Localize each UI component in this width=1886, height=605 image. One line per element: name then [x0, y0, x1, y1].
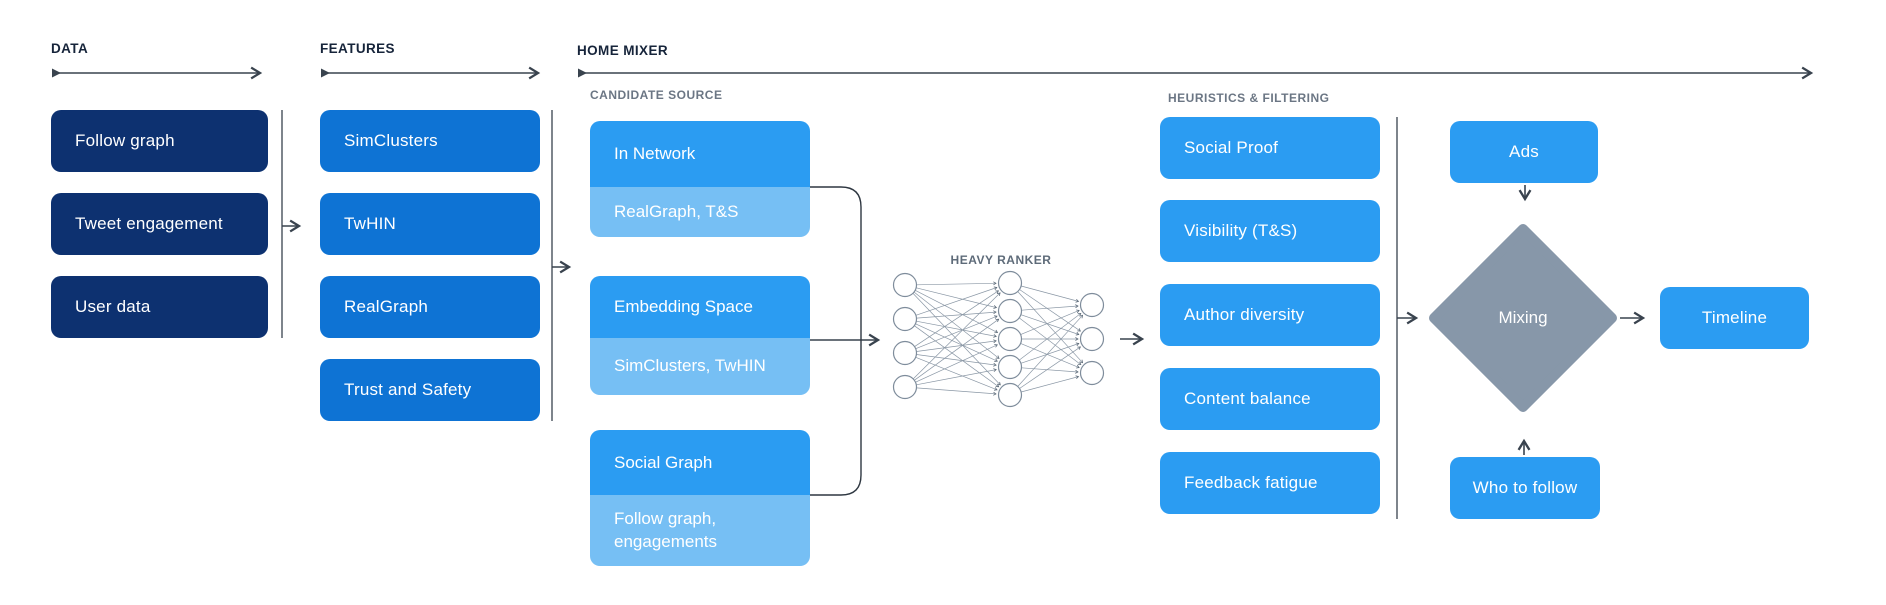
card-in-network-sub: RealGraph, T&S: [590, 187, 810, 237]
node-feedback-fatigue: Feedback fatigue: [1160, 452, 1380, 514]
node-user-data-label: User data: [75, 297, 151, 316]
data-section-title: DATA: [51, 41, 89, 56]
node-visibility: Visibility (T&S): [1160, 200, 1380, 262]
node-twhin: TwHIN: [320, 193, 540, 255]
heavy-ranker-title: HEAVY RANKER: [950, 253, 1052, 267]
node-user-data: User data: [51, 276, 268, 338]
card-in-network-main: In Network: [590, 121, 810, 187]
node-social-proof: Social Proof: [1160, 117, 1380, 179]
node-tweet-engagement-label: Tweet engagement: [75, 214, 223, 233]
node-follow-graph-label: Follow graph: [75, 131, 175, 150]
node-realgraph-label: RealGraph: [344, 297, 429, 316]
mixing-diamond: [1429, 224, 1617, 412]
node-content-balance: Content balance: [1160, 368, 1380, 430]
node-who-to-follow-label: Who to follow: [1472, 478, 1578, 497]
candidate-source-title: CANDIDATE SOURCE: [590, 88, 723, 102]
node-follow-graph: Follow graph: [51, 110, 268, 172]
mixing-diamond-label: Mixing: [1498, 308, 1548, 327]
node-ads: Ads: [1450, 121, 1598, 183]
node-who-to-follow: Who to follow: [1450, 457, 1600, 519]
node-trust-and-safety: Trust and Safety: [320, 359, 540, 421]
node-simclusters: SimClusters: [320, 110, 540, 172]
node-twhin-label: TwHIN: [344, 214, 396, 233]
card-embedding-space: Embedding Space SimClusters, TwHIN: [590, 276, 810, 395]
card-social-graph-title: Social Graph: [614, 452, 713, 472]
in-network-merge-curve: [810, 186, 862, 340]
card-embedding-space-subtitle: SimClusters, TwHIN: [614, 356, 766, 376]
card-social-graph-sub: Follow graph, engagements: [590, 495, 810, 566]
node-visibility-label: Visibility (T&S): [1184, 221, 1298, 240]
card-in-network: In Network RealGraph, T&S: [590, 121, 810, 237]
card-embedding-space-sub: SimClusters, TwHIN: [590, 338, 810, 395]
node-author-diversity-label: Author diversity: [1184, 305, 1305, 324]
card-in-network-subtitle: RealGraph, T&S: [614, 201, 739, 221]
card-social-graph-subtitle: Follow graph, engagements: [614, 508, 718, 551]
node-tweet-engagement: Tweet engagement: [51, 193, 268, 255]
node-content-balance-label: Content balance: [1184, 389, 1311, 408]
node-timeline: Timeline: [1660, 287, 1809, 349]
home-mixer-section-title: HOME MIXER: [577, 43, 669, 58]
card-social-graph-main: Social Graph: [590, 430, 810, 495]
card-embedding-space-title: Embedding Space: [614, 297, 753, 316]
node-realgraph: RealGraph: [320, 276, 540, 338]
node-author-diversity: Author diversity: [1160, 284, 1380, 346]
node-simclusters-label: SimClusters: [344, 131, 438, 150]
card-in-network-title: In Network: [614, 144, 696, 163]
heuristics-title: HEURISTICS & FILTERING: [1168, 91, 1330, 105]
node-timeline-label: Timeline: [1701, 308, 1768, 327]
card-embedding-space-main: Embedding Space: [590, 276, 810, 338]
node-ads-label: Ads: [1509, 142, 1539, 161]
node-feedback-fatigue-label: Feedback fatigue: [1184, 473, 1318, 492]
heavy-ranker-network: [892, 270, 1105, 408]
features-section-title: FEATURES: [320, 41, 395, 56]
social-graph-merge-curve: [810, 340, 862, 496]
card-social-graph: Social Graph Follow graph, engagements: [590, 430, 810, 566]
node-trust-and-safety-label: Trust and Safety: [344, 380, 472, 399]
node-social-proof-label: Social Proof: [1184, 138, 1279, 157]
